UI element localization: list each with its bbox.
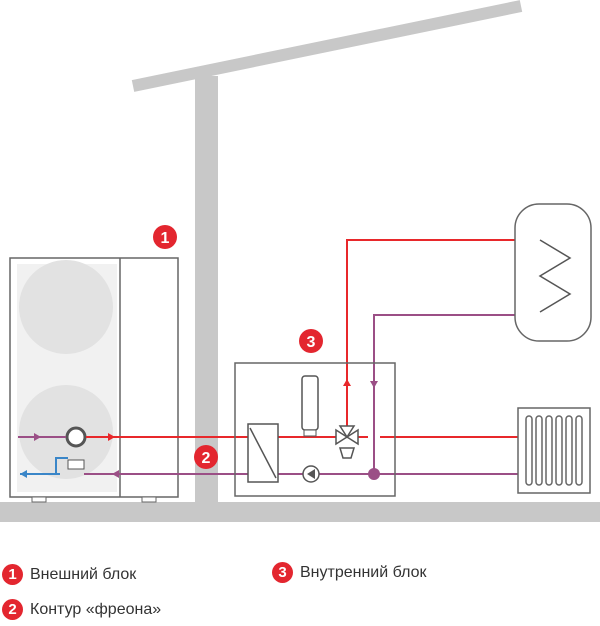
legend-label: Внутренний блок (300, 563, 427, 581)
compressor-icon (65, 426, 87, 448)
legend-label: Внешний блок (30, 565, 137, 583)
expansion-valve-icon (67, 459, 85, 470)
outdoor-unit (9, 257, 179, 503)
legend-badge: 1 (2, 564, 23, 585)
junction-icon (368, 468, 380, 480)
legend-badge: 3 (272, 562, 293, 583)
arrow-icon (343, 379, 351, 386)
three-way-valve-icon (335, 425, 359, 459)
legend-label: Контур «фреона» (30, 600, 162, 618)
arrow-icon (108, 433, 115, 441)
return-line (84, 314, 520, 475)
arrow-icon (370, 381, 378, 388)
badge-2: 2 (194, 445, 218, 469)
radiator (517, 407, 591, 494)
roof (131, 0, 523, 92)
legend-item-refrigerant-circuit: 2 Контур «фреона» (2, 599, 161, 620)
legend-item-outdoor-unit: 1 Внешний блок (2, 564, 136, 585)
hot-water-tank (514, 203, 592, 342)
fan-icon (19, 260, 113, 354)
ground (0, 502, 600, 522)
badge-1: 1 (153, 225, 177, 249)
svg-text:1: 1 (161, 230, 170, 247)
indoor-unit (234, 362, 396, 497)
badge-3: 3 (299, 329, 323, 353)
arrow-icon (112, 470, 119, 478)
arrow-icon (34, 433, 41, 441)
supply-line (86, 239, 520, 438)
svg-text:3: 3 (307, 334, 316, 351)
fan-icon (19, 385, 113, 479)
legend-badge: 2 (2, 599, 23, 620)
svg-text:2: 2 (202, 450, 211, 467)
legend-item-indoor-unit: 3 Внутренний блок (272, 562, 426, 583)
electric-heater-icon (301, 375, 319, 431)
wall-post (195, 76, 218, 506)
